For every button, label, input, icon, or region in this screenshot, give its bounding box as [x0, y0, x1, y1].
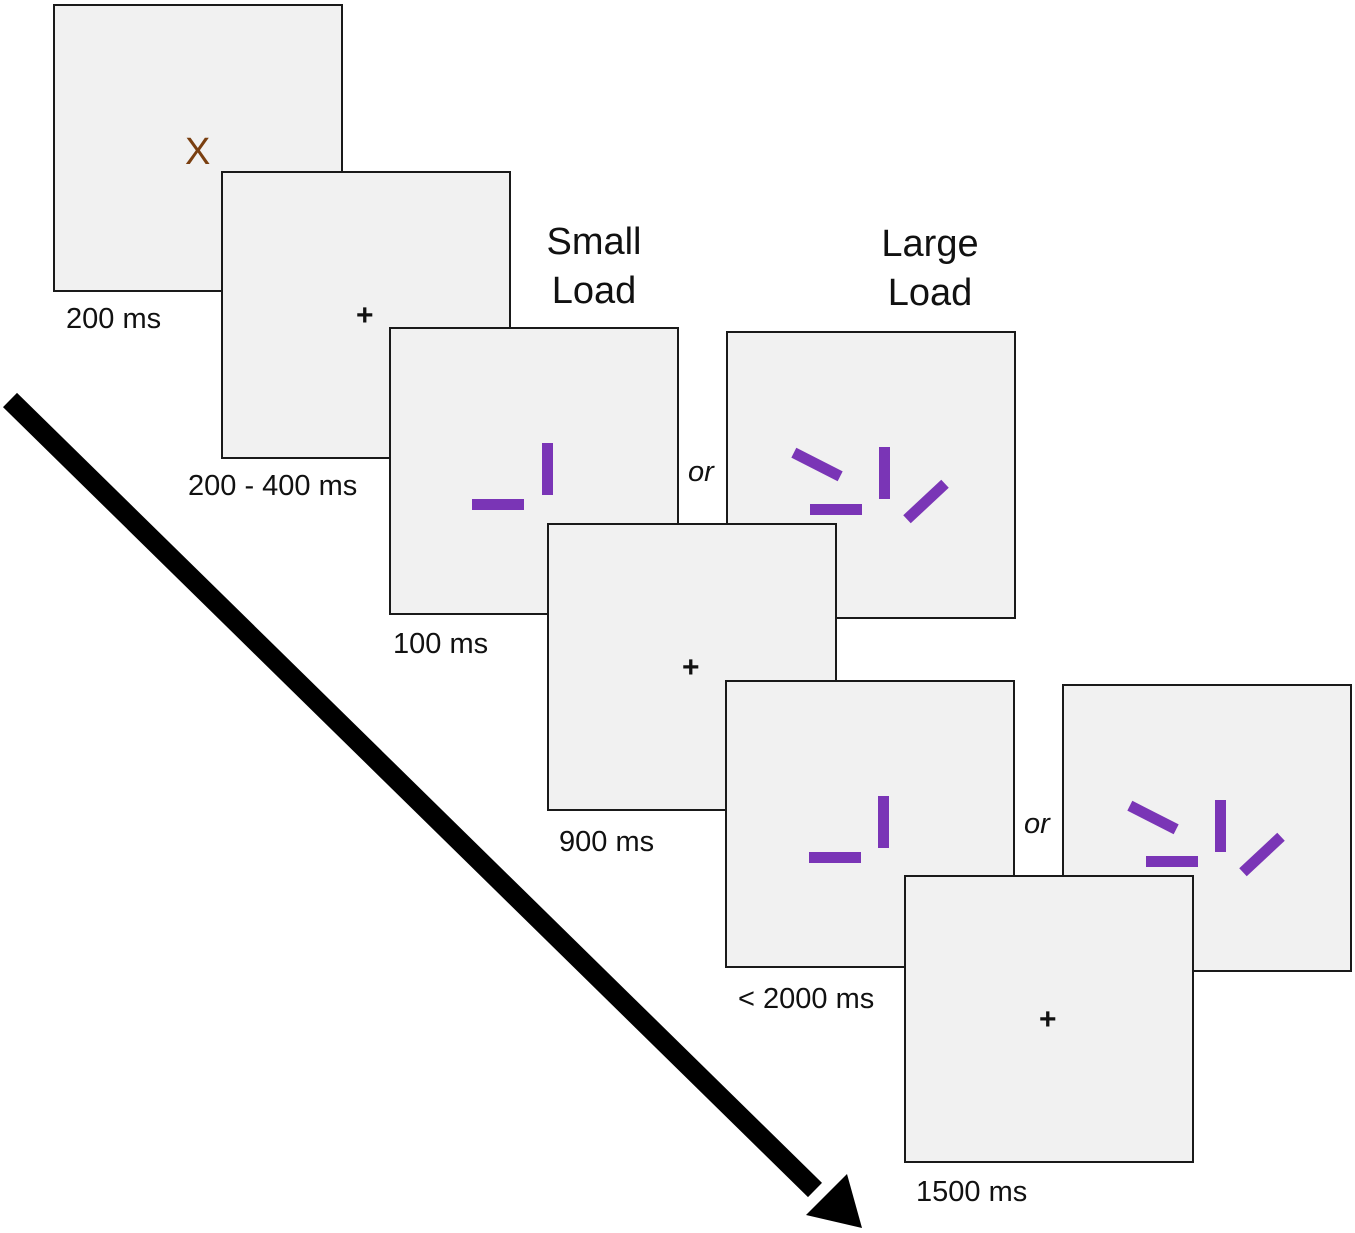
stimulus-bar-oblique-left	[1127, 800, 1179, 835]
stimulus-bar-horizontal	[809, 852, 861, 863]
duration-memory-array: 100 ms	[393, 628, 489, 660]
duration-retention: 900 ms	[559, 826, 655, 858]
stimulus-bar-horizontal	[472, 499, 524, 510]
stimulus-bar-vertical	[878, 796, 889, 848]
small-load-heading: Small Load	[546, 221, 642, 312]
duration-cue: 200 ms	[66, 303, 162, 335]
stimulus-bar-oblique-right	[1239, 832, 1285, 877]
stimulus-bar-vertical	[1215, 800, 1226, 852]
stimulus-bar-oblique-right	[903, 479, 949, 524]
duration-test-array: < 2000 ms	[738, 983, 875, 1015]
or-label-top: or	[688, 456, 714, 488]
fixation-cross: +	[682, 651, 700, 684]
stimulus-bar-horizontal	[1146, 856, 1198, 867]
stimulus-bar-vertical	[542, 443, 553, 495]
duration-iti: 1500 ms	[916, 1176, 1028, 1208]
stimulus-bar-vertical	[879, 447, 890, 499]
large-load-heading: Large Load	[881, 223, 979, 314]
stimulus-bar-oblique-left	[791, 447, 843, 482]
iti-screen: +	[904, 875, 1194, 1163]
or-label-bottom: or	[1024, 808, 1050, 840]
stimulus-bar-horizontal	[810, 504, 862, 515]
fixation-cross: +	[356, 299, 374, 332]
duration-fixation-1: 200 - 400 ms	[188, 470, 358, 502]
fixation-cross: +	[1039, 1003, 1057, 1036]
cue-x: X	[185, 131, 211, 173]
